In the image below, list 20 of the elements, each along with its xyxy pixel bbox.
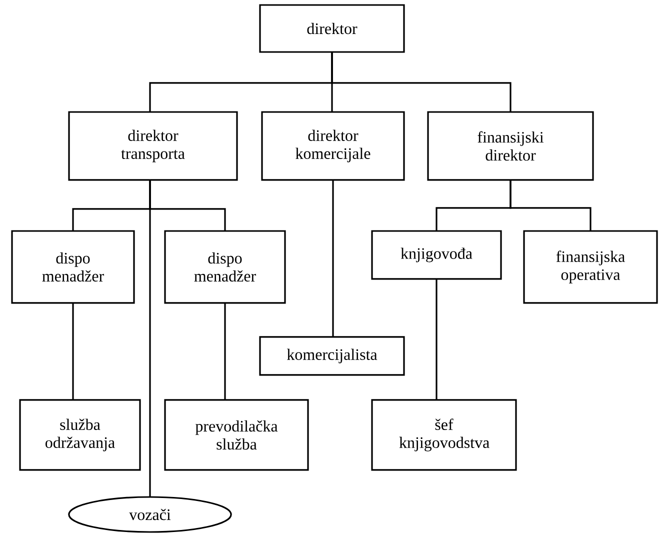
connector-line bbox=[224, 302, 226, 400]
position-box: knjigovođa bbox=[371, 230, 502, 280]
position-box: služba održavanja bbox=[19, 399, 141, 471]
connector-line bbox=[332, 180, 334, 337]
oval-node: vozači bbox=[68, 496, 232, 533]
connector-line bbox=[72, 302, 74, 400]
connector-line bbox=[149, 180, 151, 497]
position-box: komercijalista bbox=[259, 336, 405, 376]
connector-line bbox=[436, 278, 438, 400]
position-box: direktor bbox=[259, 4, 405, 53]
connector-line bbox=[331, 52, 512, 112]
position-box: direktor transporta bbox=[68, 111, 238, 181]
connector-line bbox=[510, 180, 592, 231]
position-box: prevodilačka služba bbox=[164, 399, 309, 471]
position-box: finansijski direktor bbox=[427, 111, 594, 181]
position-box: finansijska operativa bbox=[523, 230, 658, 304]
position-box: dispo menadžer bbox=[164, 230, 286, 304]
position-box: direktor komercijale bbox=[261, 111, 405, 181]
position-box: šef knjigovodstva bbox=[371, 399, 517, 471]
position-box: dispo menadžer bbox=[11, 230, 135, 304]
